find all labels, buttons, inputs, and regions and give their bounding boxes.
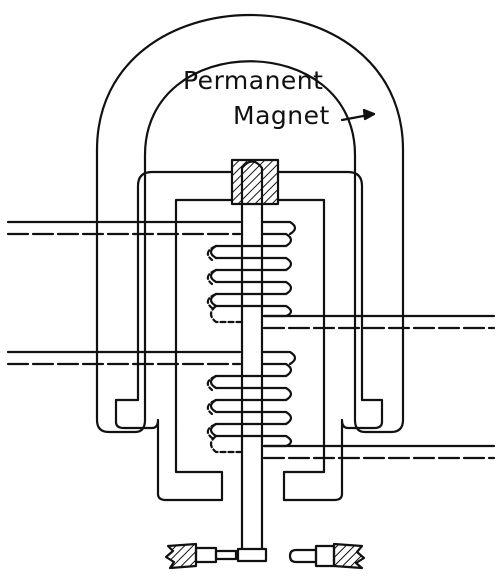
right-pole-piece — [276, 170, 384, 502]
lower-coil — [206, 350, 297, 454]
hatched-bushing — [230, 158, 280, 206]
upper-left-leads — [6, 220, 242, 236]
upper-right-leads — [262, 314, 496, 330]
vertical-rod — [240, 160, 264, 562]
label-permanent: Permanent — [183, 66, 324, 95]
label-magnet: Magnet — [233, 101, 330, 130]
left-pole-piece — [114, 170, 234, 502]
bottom-mechanism — [164, 542, 366, 570]
middle-left-leads — [6, 350, 242, 366]
lower-right-leads — [262, 444, 496, 460]
label-pointer-arrow — [340, 108, 376, 122]
upper-coil — [206, 220, 297, 324]
